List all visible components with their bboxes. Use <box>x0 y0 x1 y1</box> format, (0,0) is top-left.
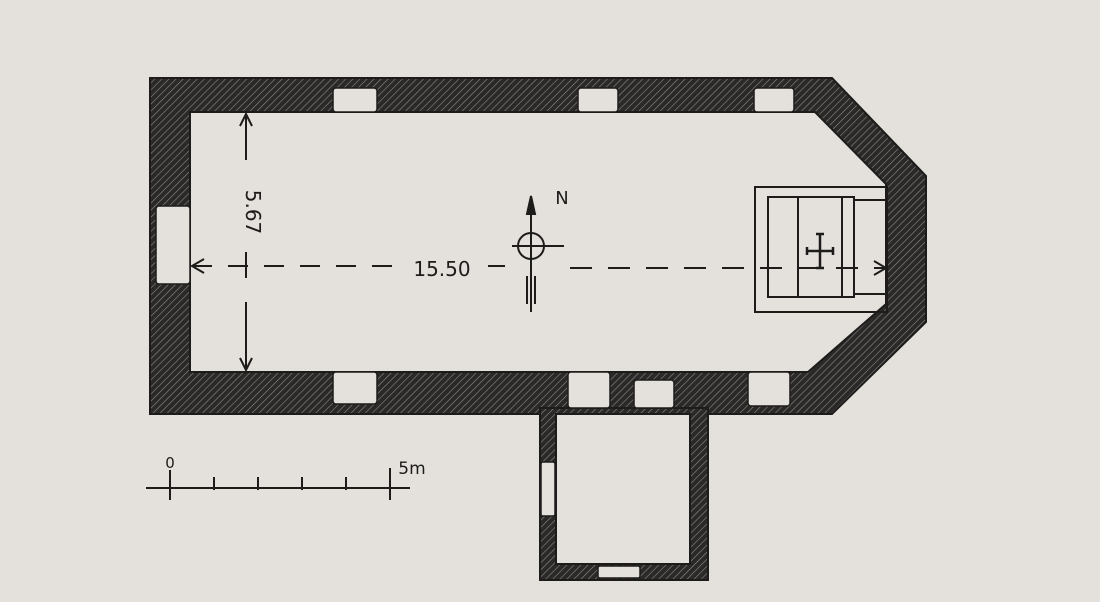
window-porch-west <box>540 461 556 517</box>
altar-step-inner <box>767 196 855 298</box>
scale-bar <box>146 468 410 500</box>
width-label: 5.67 <box>241 190 265 235</box>
scale-end-label: 5m <box>398 459 425 479</box>
arrowhead-bottom <box>239 357 253 373</box>
length-label: 15.50 <box>413 257 470 281</box>
window-openings <box>155 87 795 579</box>
cross-icon <box>805 232 835 270</box>
arrowhead-top <box>239 111 253 127</box>
window-south-2 <box>567 371 611 409</box>
window-north-2 <box>577 87 619 113</box>
width-dimension <box>239 111 253 373</box>
arrowhead-right <box>873 260 888 276</box>
window-south-3 <box>747 371 791 407</box>
window-north-1 <box>332 87 378 113</box>
window-porch-south <box>597 565 641 579</box>
window-west <box>155 205 191 285</box>
north-arrow-icon <box>512 195 564 312</box>
doorway-south <box>633 379 675 409</box>
north-label: N <box>555 188 568 209</box>
scale-start-label: 0 <box>165 454 175 472</box>
window-south-1 <box>332 371 378 405</box>
altar-step-outer <box>754 186 888 313</box>
window-north-3 <box>753 87 795 113</box>
arrowhead-left <box>190 258 205 274</box>
length-dimension <box>190 258 888 276</box>
altar <box>754 186 888 313</box>
